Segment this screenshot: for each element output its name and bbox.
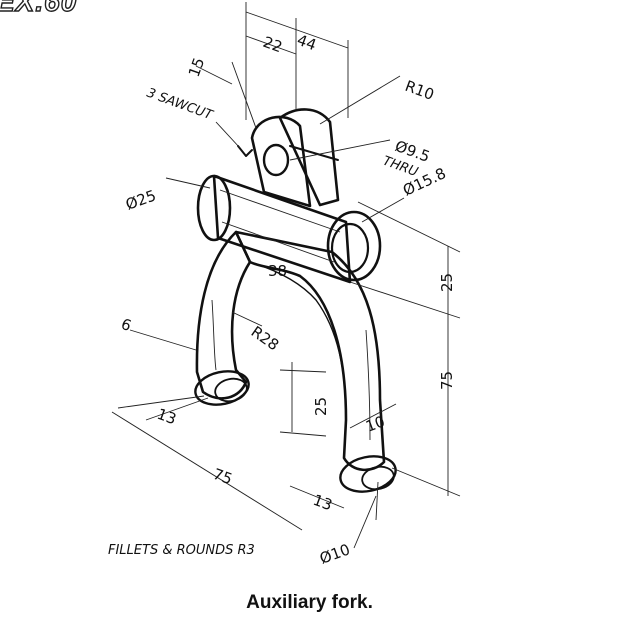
exercise-tag: EX.60: [0, 0, 78, 18]
figure-caption: Auxiliary fork.: [246, 592, 373, 613]
dim-15: 15: [185, 55, 208, 79]
dim-75-bottom: 75: [211, 465, 235, 488]
dim-r28: R28: [248, 323, 283, 355]
dim-25-mid: 25: [312, 397, 330, 416]
dimension-lines: [111, 2, 461, 549]
dimension-text: 44 22 15 R10 Ø9.5 THRU Ø15.8 Ø25 3 SAWCU…: [108, 31, 456, 568]
dim-d25-hub: Ø25: [123, 186, 158, 213]
dim-10-arm: 10: [363, 412, 387, 435]
dim-13-bottom: 13: [311, 491, 335, 514]
note-sawcut: 3 SAWCUT: [145, 86, 216, 124]
dim-r10: R10: [403, 77, 437, 104]
dim-d10-pin: Ø10: [317, 540, 352, 567]
dim-75-right: 75: [438, 371, 456, 390]
fork-body: [194, 108, 397, 493]
note-fillets: FILLETS & ROUNDS R3: [108, 543, 255, 558]
dim-22: 22: [261, 33, 285, 56]
dim-25-right: 25: [438, 273, 456, 292]
dim-44: 44: [295, 31, 319, 54]
dim-13-left: 13: [155, 405, 179, 428]
dim-6: 6: [119, 315, 134, 335]
dim-38: 38: [268, 262, 287, 280]
